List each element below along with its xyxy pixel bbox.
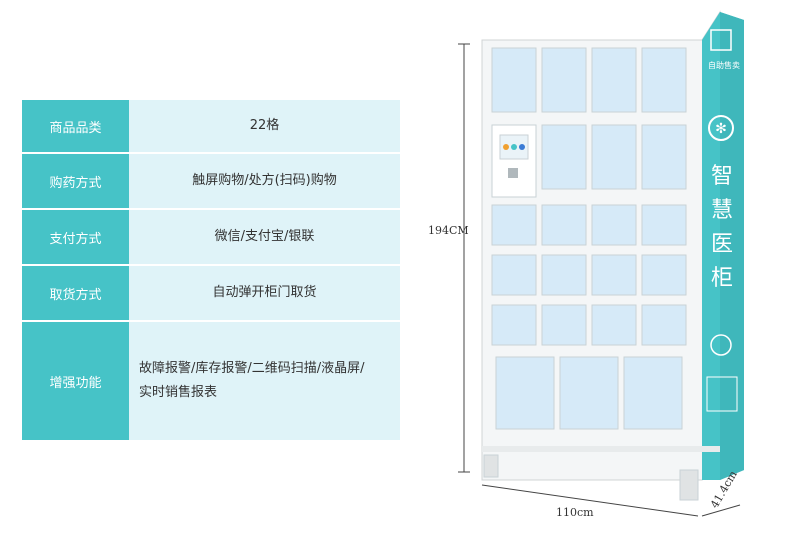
scanner: [508, 168, 518, 178]
svg-text:✻: ✻: [715, 121, 727, 137]
cabinet-illustration: ✻: [458, 10, 744, 517]
spec-label: 商品品类: [22, 100, 129, 152]
spec-value: 自动弹开柜门取货: [129, 266, 400, 320]
spec-value-line: 故障报警/库存报警/二维码扫描/液晶屏/: [139, 361, 365, 376]
width-label: 110cm: [556, 506, 594, 519]
spec-row-payment: 支付方式 微信/支付宝/银联: [22, 210, 400, 266]
spec-value: 微信/支付宝/银联: [129, 210, 400, 264]
spec-row-pickup: 取货方式 自动弹开柜门取货: [22, 266, 400, 322]
brand-text: 自助售卖: [708, 61, 740, 70]
spec-row-purchase: 购药方式 触屏购物/处方(扫码)购物: [22, 154, 400, 210]
side-title-char: 医: [710, 232, 733, 257]
spec-label: 购药方式: [22, 154, 129, 208]
spec-label: 支付方式: [22, 210, 129, 264]
depth-dimension-line: [701, 504, 741, 517]
doctor-icon: [710, 334, 732, 356]
spec-label: 增强功能: [22, 322, 129, 440]
side-title: 智 慧 医 柜: [709, 160, 735, 296]
spec-label: 取货方式: [22, 266, 129, 320]
door-grid: [491, 47, 687, 430]
spec-value-line: 实时销售报表: [139, 385, 218, 400]
spec-value: 触屏购物/处方(扫码)购物: [129, 154, 400, 208]
width-dimension-line: [481, 484, 699, 517]
side-title-char: 智: [710, 164, 733, 189]
spec-value: 22格: [129, 100, 400, 152]
snowflake-icon: [708, 115, 734, 141]
spec-row-category: 商品品类 22格: [22, 100, 400, 154]
side-title-char: 柜: [710, 266, 733, 291]
brand-logo-icon: [710, 29, 732, 51]
side-title-char: 慧: [710, 198, 733, 223]
cabinet-foot: [483, 454, 499, 478]
spec-table: 商品品类 22格 购药方式 触屏购物/处方(扫码)购物 支付方式 微信/支付宝/…: [22, 100, 400, 440]
height-label: 194CM: [428, 224, 469, 237]
spec-value: 故障报警/库存报警/二维码扫描/液晶屏/ 实时销售报表: [129, 322, 400, 440]
cabinet-foot: [679, 469, 699, 501]
spec-row-features: 增强功能 故障报警/库存报警/二维码扫描/液晶屏/ 实时销售报表: [22, 322, 400, 440]
